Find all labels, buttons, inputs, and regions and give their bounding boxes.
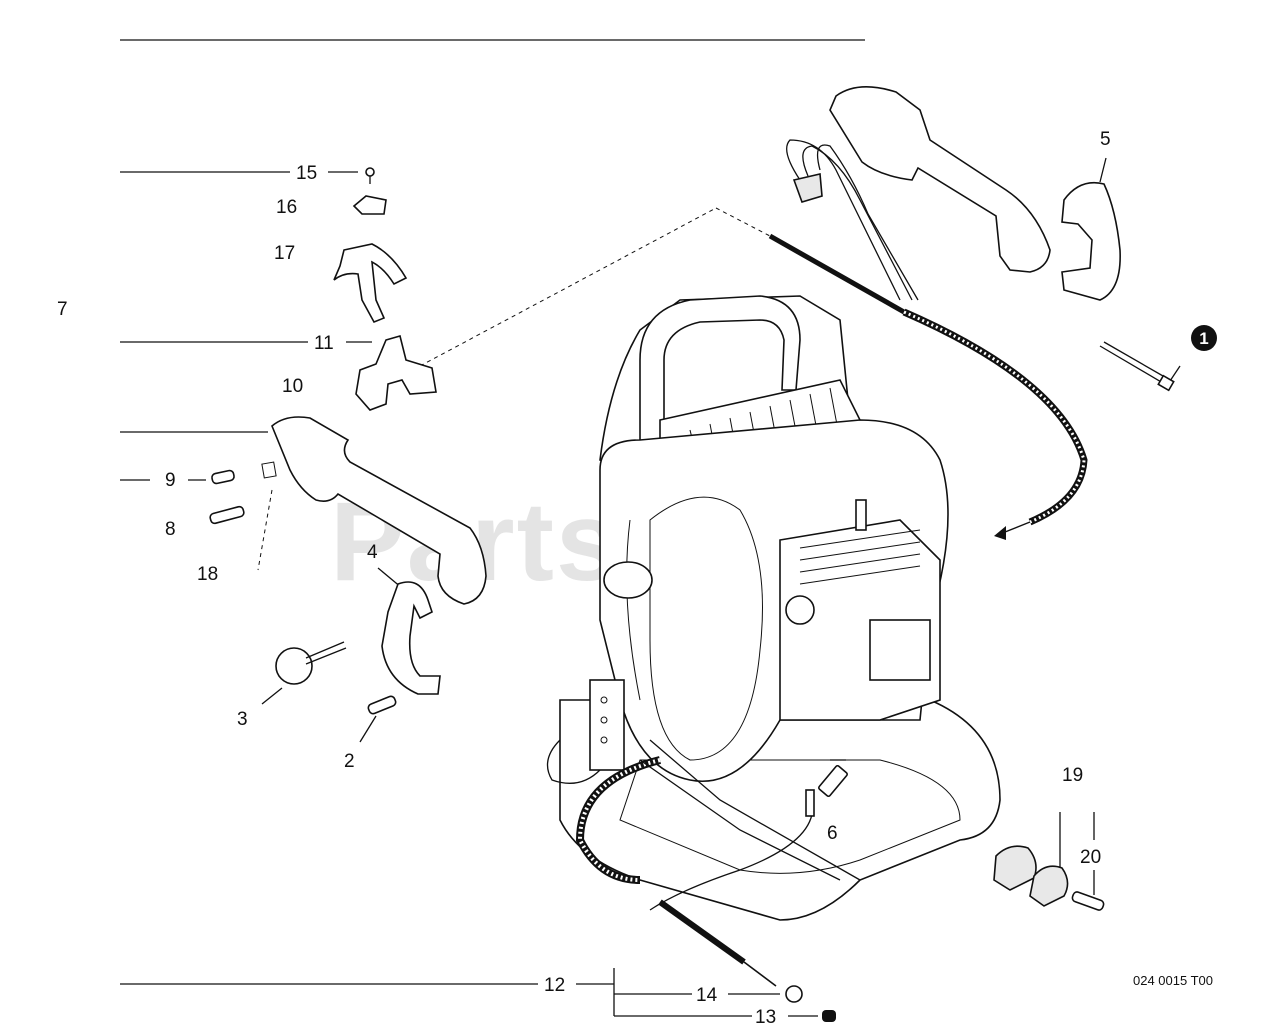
callout-labels: 15 16 17 7 11 10 9 8 18 4 3 2 5 6 19 20 … bbox=[57, 129, 1111, 1027]
callout-9: 9 bbox=[165, 470, 176, 491]
badge-1-label: 1 bbox=[1199, 329, 1208, 348]
part-bracket-11 bbox=[355, 335, 437, 411]
callout-14: 14 bbox=[696, 985, 718, 1006]
part-knob-19 bbox=[993, 845, 1069, 907]
callout-2: 2 bbox=[344, 751, 355, 772]
callout-8: 8 bbox=[165, 519, 176, 540]
callout-7: 7 bbox=[57, 299, 68, 320]
part-code: 024 0015 T00 bbox=[1133, 973, 1213, 988]
part-handle-5 bbox=[829, 86, 1051, 273]
part-screw-15 bbox=[365, 167, 375, 184]
part-label-18 bbox=[261, 461, 277, 479]
callout-16: 16 bbox=[276, 197, 297, 218]
part-throttle-cable bbox=[768, 233, 1088, 540]
part-stop-cable-12 bbox=[649, 789, 815, 987]
part-bolt-20 bbox=[1071, 891, 1105, 911]
callout-10: 10 bbox=[282, 376, 303, 397]
callout-17: 17 bbox=[274, 243, 295, 264]
part-clamp-5 bbox=[1061, 181, 1121, 301]
part-wire-harness bbox=[786, 139, 919, 301]
callout-3: 3 bbox=[237, 709, 248, 730]
part-clamp-4 bbox=[381, 581, 441, 695]
callout-13: 13 bbox=[755, 1007, 776, 1027]
part-plate-16 bbox=[352, 195, 387, 215]
part-bolt-2 bbox=[367, 695, 397, 715]
part-handle-10 bbox=[271, 416, 487, 605]
part-knob-3 bbox=[275, 641, 347, 685]
part-screw-9 bbox=[211, 469, 235, 485]
callout-6: 6 bbox=[827, 823, 838, 844]
part-lever-17 bbox=[333, 243, 408, 324]
callout-11: 11 bbox=[314, 333, 334, 354]
part-nut-14 bbox=[785, 985, 803, 1003]
engine-assembly bbox=[546, 295, 1001, 921]
part-cap-13 bbox=[822, 1010, 836, 1022]
callout-4: 4 bbox=[367, 542, 378, 563]
callout-19: 19 bbox=[1062, 765, 1083, 786]
callout-12: 12 bbox=[544, 975, 565, 996]
callout-5: 5 bbox=[1100, 129, 1111, 150]
part-screw-8 bbox=[209, 505, 245, 525]
callout-18: 18 bbox=[197, 564, 218, 585]
part-pin-1 bbox=[1099, 341, 1175, 392]
callout-15: 15 bbox=[296, 163, 317, 184]
part-connector-6 bbox=[818, 759, 848, 797]
dashed-routing bbox=[419, 207, 771, 367]
badge-1: 1 bbox=[1191, 325, 1217, 351]
callout-20: 20 bbox=[1080, 847, 1101, 868]
